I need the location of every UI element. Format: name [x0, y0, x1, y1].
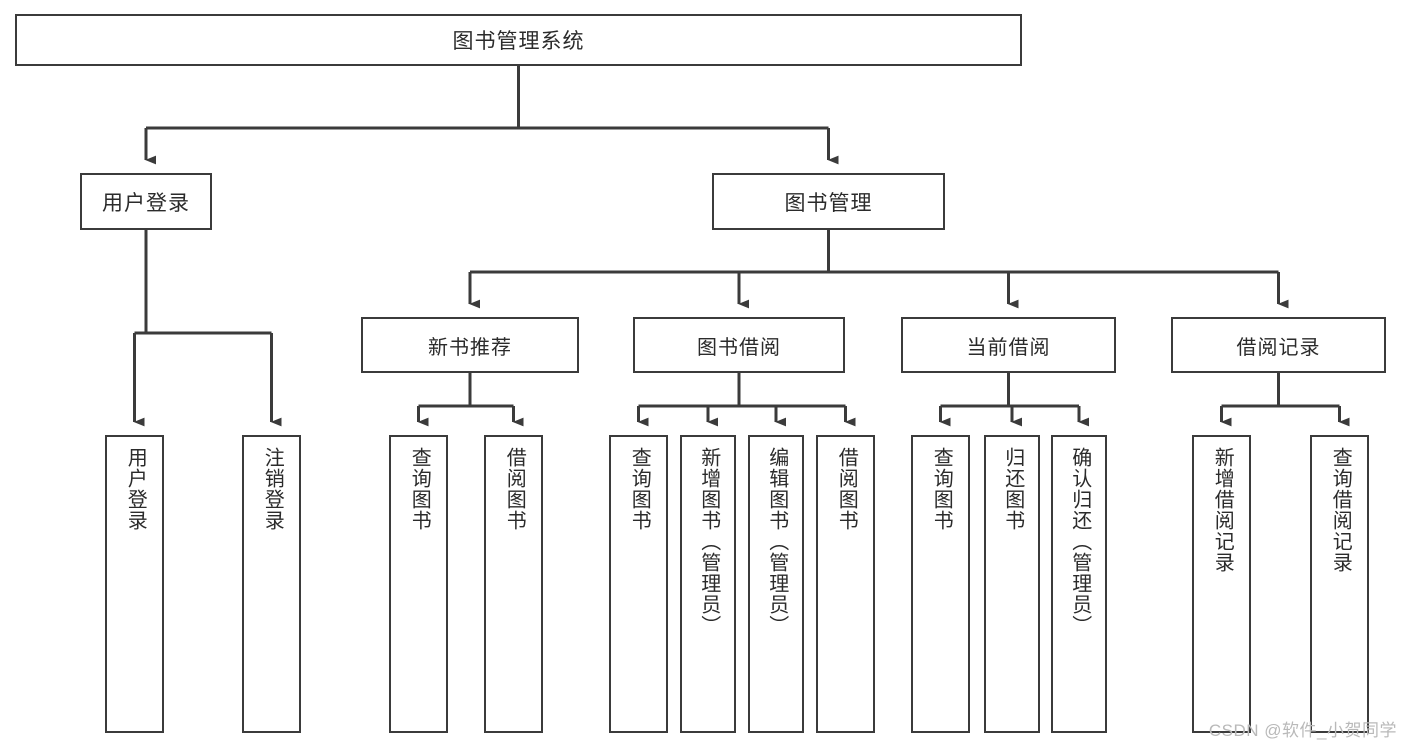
node-leaf4[interactable]: 借阅图书: [484, 435, 543, 733]
node-leaf8[interactable]: 借阅图书: [816, 435, 875, 733]
node-label: 查询借阅记录: [1329, 447, 1352, 573]
node-label: 查询图书: [408, 447, 431, 531]
node-leaf1[interactable]: 用户登录: [105, 435, 164, 733]
node-label: 用户登录: [124, 447, 147, 531]
node-label: 新增图书（管理员）: [697, 447, 720, 636]
node-leaf12[interactable]: 新增借阅记录: [1192, 435, 1251, 733]
node-leaf13[interactable]: 查询借阅记录: [1310, 435, 1369, 733]
node-label: 当前借阅: [966, 336, 1051, 359]
node-l1b[interactable]: 图书管理: [712, 173, 945, 230]
node-leaf3[interactable]: 查询图书: [389, 435, 448, 733]
root-node[interactable]: 图书管理系统: [15, 14, 1022, 66]
node-leaf11[interactable]: 确认归还（管理员）: [1051, 435, 1107, 733]
node-label: 新增借阅记录: [1211, 447, 1234, 573]
node-label: 图书管理: [784, 191, 873, 215]
node-leaf5[interactable]: 查询图书: [609, 435, 668, 733]
node-leaf6[interactable]: 新增图书（管理员）: [680, 435, 736, 733]
node-label: 注销登录: [261, 447, 284, 531]
node-label: 图书借阅: [697, 336, 781, 359]
node-leaf10[interactable]: 归还图书: [984, 435, 1040, 733]
node-l1a[interactable]: 用户登录: [80, 173, 212, 230]
node-leaf9[interactable]: 查询图书: [911, 435, 970, 733]
node-label: 编辑图书（管理员）: [765, 447, 788, 636]
node-label: 借阅记录: [1236, 336, 1321, 359]
node-label: 借阅图书: [835, 447, 858, 531]
node-label: 用户登录: [102, 191, 190, 215]
node-l2d[interactable]: 借阅记录: [1171, 317, 1386, 373]
node-leaf2[interactable]: 注销登录: [242, 435, 301, 733]
node-label: 借阅图书: [503, 447, 526, 531]
node-label: 查询图书: [930, 447, 953, 531]
node-l2b[interactable]: 图书借阅: [633, 317, 845, 373]
node-leaf7[interactable]: 编辑图书（管理员）: [748, 435, 804, 733]
node-l2a[interactable]: 新书推荐: [361, 317, 579, 373]
node-label: 图书管理系统: [452, 30, 585, 53]
node-label: 查询图书: [628, 447, 651, 531]
node-label: 确认归还（管理员）: [1068, 447, 1091, 636]
node-label: 归还图书: [1001, 447, 1024, 531]
node-label: 新书推荐: [428, 336, 512, 359]
node-l2c[interactable]: 当前借阅: [901, 317, 1116, 373]
